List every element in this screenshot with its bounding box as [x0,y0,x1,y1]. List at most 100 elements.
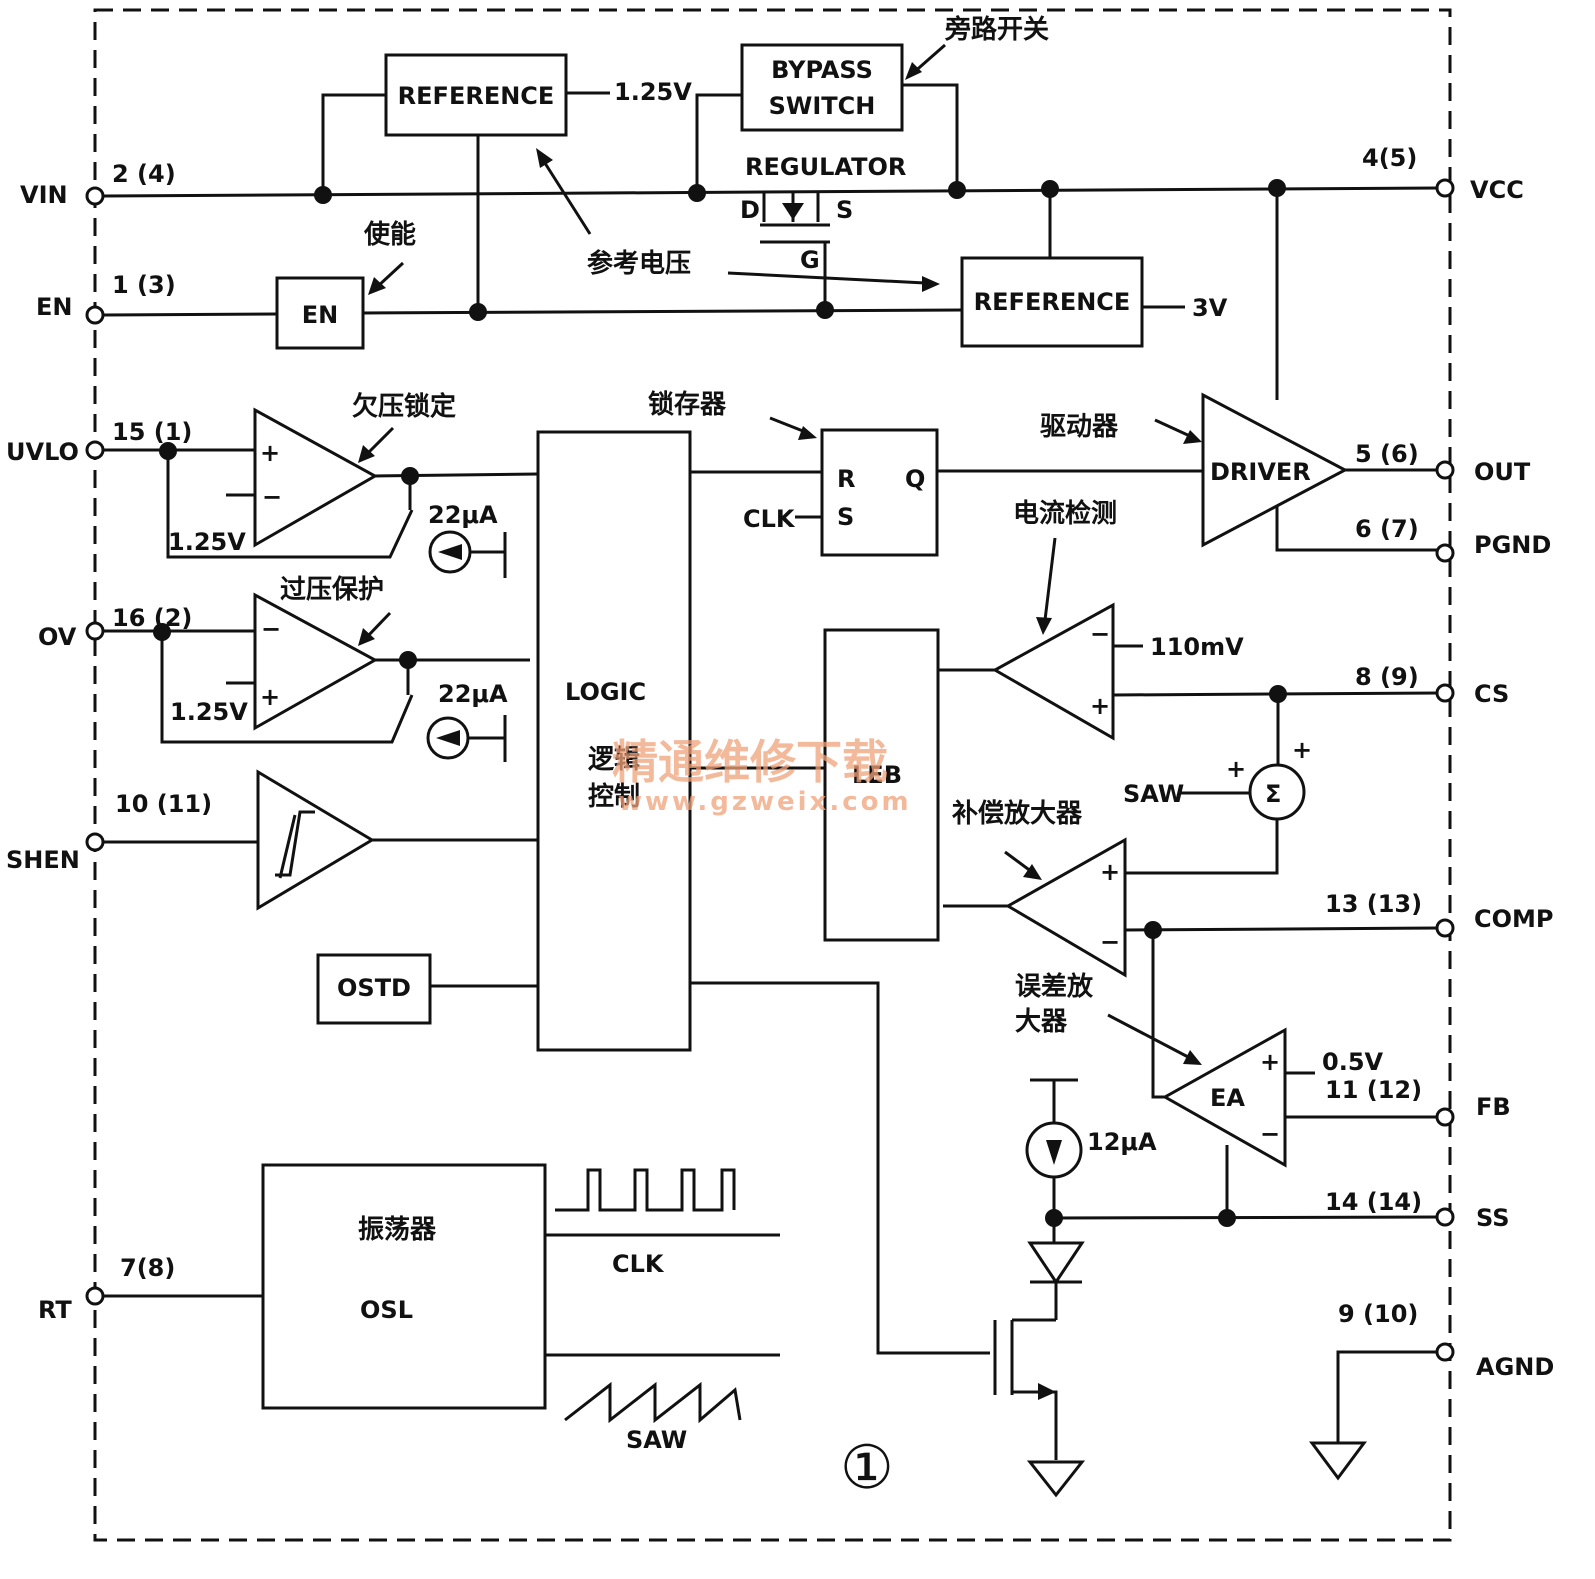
pin-pgnd: PGND 6 (7) [1355,515,1551,563]
ov-ref-label: 1.25V [170,698,248,726]
pin-fb-num: 11 (12) [1325,1076,1422,1104]
leb-label: LEB [852,761,902,789]
cs-plus: + [1090,692,1110,720]
v05-label: 0.5V [1322,1048,1384,1076]
osc-label: OSL [360,1296,413,1324]
pin-cs-name: CS [1474,680,1509,708]
uvlo-ref-label: 1.25V [168,528,246,556]
pin-ov-num: 16 (2) [112,604,192,632]
ov-plus: + [260,683,280,711]
ea-plus: + [1260,1048,1280,1076]
i12-label: 12μA [1087,1128,1157,1156]
ov-minus: − [261,615,281,643]
saw-waveform [564,1381,742,1424]
i22a-label: 22μA [428,501,498,529]
leb-block [823,628,940,942]
saw-out-label: SAW [626,1426,687,1454]
ea-minus: − [1260,1120,1280,1148]
uvlo-plus: + [260,439,280,467]
shen-schmitt-buffer [103,769,538,911]
sum-plus-left: + [1226,755,1246,783]
pin-out: OUT 5 (6) [1355,440,1531,486]
logic-block [536,430,692,1052]
ov-cn: 过压保护 [280,575,384,605]
pin-out-num: 5 (6) [1355,440,1419,468]
clk-waveform [555,1168,736,1212]
pin-pgnd-name: PGND [1474,531,1551,559]
mos-d-label: D [740,196,760,224]
pin-ov-name: OV [38,623,77,651]
driver-label: DRIVER [1210,458,1311,486]
en-rail [102,276,963,350]
pin-cs-num: 8 (9) [1355,663,1419,691]
pin-comp-name: COMP [1474,905,1554,933]
ea-cn-2: 大器 [1015,1007,1068,1037]
uvlo-cn: 欠压锁定 [352,391,456,422]
pin-ov: OV 16 (2) [38,604,192,651]
pin-ss: SS 14 (14) [1325,1188,1510,1232]
comp-amp-cn: 补偿放大器 [952,798,1083,829]
summing-node [1125,694,1306,875]
logic-cn-2: 控制 [588,782,640,812]
latch-cn: 锁存器 [648,389,727,420]
pin-shen-num: 10 (11) [115,790,212,818]
pin-out-name: OUT [1474,458,1531,486]
reference-top-label: REFERENCE [398,82,555,110]
pin-comp: COMP 13 (13) [1325,890,1554,938]
latch-r: R [837,465,855,493]
pin-en-name: EN [36,293,72,321]
pin-rt-num: 7(8) [120,1254,175,1282]
pin-uvlo-name: UVLO [6,438,79,466]
bypass-label-1: BYPASS [771,56,873,84]
pin-shen-name: SHEN [6,846,80,874]
softstart-circuit [993,1078,1441,1498]
logic-cn-1: 逻辑 [588,745,640,775]
comp-plus: + [1100,858,1120,886]
osc-cn: 振荡器 [358,1215,437,1245]
ref-voltage-cn: 参考电压 [587,248,691,279]
watermark-cn: 精通维修下载 [612,735,888,789]
clk-out-label: CLK [612,1250,665,1278]
bypass-cn-label: 旁路开关 [944,14,1049,45]
oscillator-block [261,1163,547,1410]
pin-fb: FB 11 (12) [1325,1076,1511,1127]
pin-vin: VIN 2 (4) [20,160,176,209]
sigma-label: Σ [1265,780,1281,808]
pin-vin-name: VIN [20,181,68,209]
ostd-label: OSTD [337,974,411,1002]
pin-agnd-name: AGND [1476,1353,1554,1381]
sr-latch [820,428,939,557]
watermark-url: www.gzweix.com [618,787,912,817]
pin-vcc-name: VCC [1470,176,1524,204]
pin-cs: CS 8 (9) [1355,663,1509,708]
bypass-switch-box [740,43,904,132]
chip-outline [93,8,1452,1542]
error-amplifier [1151,930,1440,1218]
uvlo-comparator [103,407,539,578]
compensation-amplifier [943,837,1441,978]
v110-label: 110mV [1150,633,1244,661]
pin-vcc-num: 4(5) [1362,144,1417,172]
pin-rt: RT 7(8) [38,1254,175,1324]
v3-label: 3V [1192,294,1228,322]
agnd-ground [1309,1350,1440,1481]
saw-input-label: SAW [1123,780,1184,808]
driver-cn: 驱动器 [1040,412,1119,442]
latch-s: S [837,503,854,531]
pin-shen: SHEN 10 (11) [6,790,212,874]
pin-en-num: 1 (3) [112,271,176,299]
figure-number: ① [840,1433,894,1503]
pin-rt-name: RT [38,1296,72,1324]
pin-agnd: AGND 9 (10) [1338,1300,1554,1381]
clk-input-label: CLK [743,505,796,533]
pin-comp-num: 13 (13) [1325,890,1422,918]
pin-en: EN 1 (3) [36,271,176,325]
en-box-label: EN [302,301,338,329]
reference-bottom-box [960,256,1144,348]
pin-vcc: VCC 4(5) [1362,144,1524,204]
logic-label: LOGIC [565,678,646,706]
pin-pgnd-num: 6 (7) [1355,515,1419,543]
ostd-box [316,953,432,1025]
